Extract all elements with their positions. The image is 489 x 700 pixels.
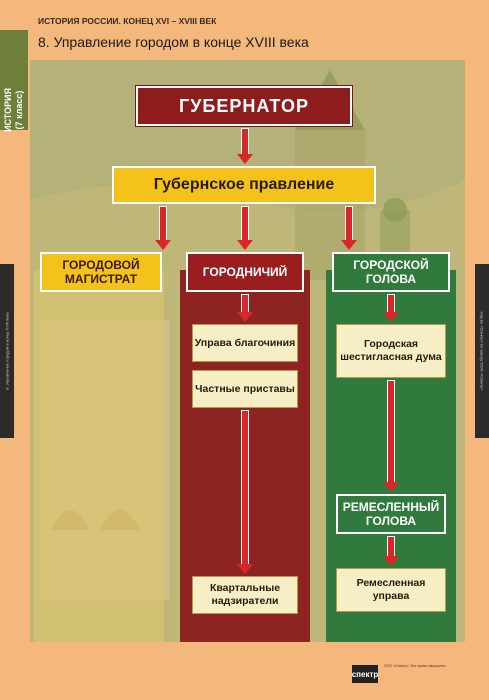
shestiglasnaya-duma-box: Городская шестигласная дума	[336, 324, 446, 378]
arrow-duma-to-remeslenny-golova	[383, 380, 399, 492]
subject-tab: ИСТОРИЯ (7 класс)	[0, 30, 28, 132]
arrow-governor-to-board	[237, 128, 253, 164]
arrow-board-to-magistrate	[155, 206, 171, 250]
board-box: Губернское правление	[112, 166, 376, 204]
subject-tab-label: ИСТОРИЯ (7 класс)	[3, 88, 25, 132]
arrow-pristavy-to-nadzirateli	[237, 410, 253, 574]
arrow-golova-to-duma	[383, 294, 399, 322]
right-side-bar-text: Изд-во «Спектр» по заказу ООО «Спектр»	[479, 311, 485, 391]
series-title: ИСТОРИЯ РОССИИ. КОНЕЦ XVI – XVIII ВЕК	[38, 16, 217, 26]
arrow-remeslenny-golova-to-uprava	[383, 536, 399, 566]
subject-tab-line2: (7 класс)	[14, 90, 24, 130]
page-title: 8. Управление городом в конце XVIII века	[38, 34, 309, 50]
right-side-bar: Изд-во «Спектр» по заказу ООО «Спектр»	[475, 264, 489, 438]
left-side-bar: 8. Управление городом в конце XVIII века	[0, 264, 14, 438]
governor-box: ГУБЕРНАТОР	[135, 85, 353, 127]
remeslenny-golova-box: РЕМЕСЛЕННЫЙ ГОЛОВА	[336, 494, 446, 534]
gorodnichiy-box: ГОРОДНИЧИЙ	[186, 252, 304, 292]
chastnye-pristavy-box: Частные приставы	[192, 370, 298, 408]
arrow-board-to-golova	[341, 206, 357, 250]
magistrate-box: ГОРОДОВОЙ МАГИСТРАТ	[40, 252, 162, 292]
arrow-board-to-gorodnichiy	[237, 206, 253, 250]
left-side-bar-text: 8. Управление городом в конце XVIII века	[4, 312, 10, 390]
remeslennaya-uprava-box: Ремесленная управа	[336, 568, 446, 612]
publisher-logo: спектр	[352, 665, 378, 683]
column-magistrate-bg	[34, 270, 164, 642]
arrow-gorodnichiy-to-uprava	[237, 294, 253, 322]
uprava-blagochiniya-box: Управа благочиния	[192, 324, 298, 362]
publisher-footer-text: ООО «Спектр». Все права защищены	[384, 664, 446, 668]
kvartalnye-nadzirateli-box: Квартальные надзиратели	[192, 576, 298, 614]
subject-tab-line1: ИСТОРИЯ	[3, 88, 13, 132]
golova-box: ГОРОДСКОЙ ГОЛОВА	[332, 252, 450, 292]
